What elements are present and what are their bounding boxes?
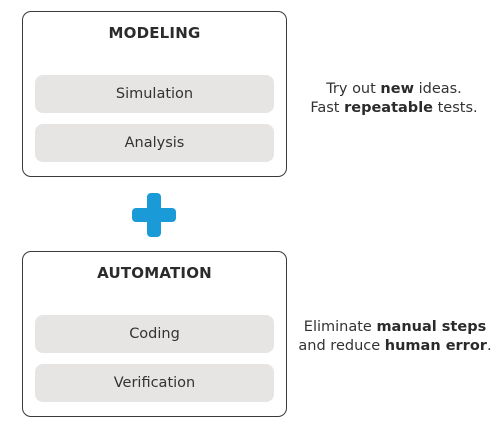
modeling-note-line-2: Fast repeatable tests. — [310, 100, 478, 116]
emphasis-new: new — [380, 81, 414, 97]
automation-note-line-1: Eliminate manual steps — [303, 319, 487, 335]
verification-box: Verification — [35, 364, 274, 402]
automation-panel: AUTOMATION Coding Verification — [22, 251, 287, 417]
automation-note: Eliminate manual steps and reduce human … — [295, 318, 495, 356]
modeling-title: MODELING — [108, 24, 201, 42]
emphasis-repeatable: repeatable — [344, 100, 433, 116]
modeling-note-line-1: Try out new ideas. — [326, 81, 462, 97]
plus-horizontal-bar — [132, 208, 176, 222]
analysis-box: Analysis — [35, 124, 274, 162]
coding-box: Coding — [35, 315, 274, 353]
plus-icon — [132, 193, 176, 237]
simulation-box: Simulation — [35, 75, 274, 113]
modeling-panel: MODELING Simulation Analysis — [22, 11, 287, 177]
automation-note-line-2: and reduce human error. — [298, 338, 492, 354]
emphasis-human-error: human error — [384, 338, 487, 354]
automation-title: AUTOMATION — [97, 264, 212, 282]
emphasis-manual-steps: manual steps — [376, 319, 487, 335]
modeling-note: Try out new ideas. Fast repeatable tests… — [294, 80, 494, 118]
